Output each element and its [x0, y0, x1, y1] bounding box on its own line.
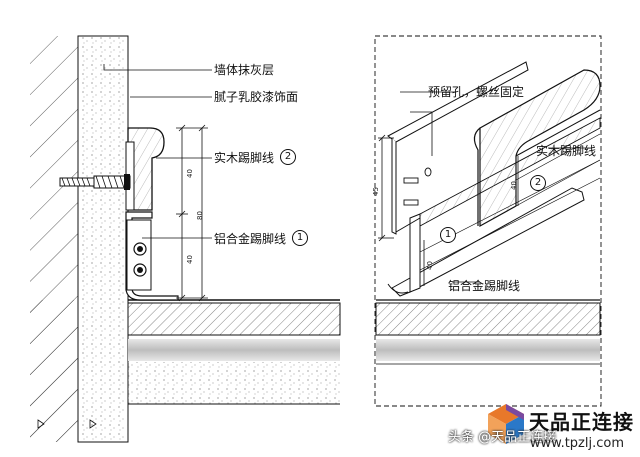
- dim-right-wood: 40: [510, 181, 518, 190]
- left-dimension-lines: [176, 124, 208, 302]
- marker-wood: 2: [280, 149, 296, 165]
- dim-total: 80: [196, 211, 204, 220]
- anchor-screw-icon: [59, 174, 131, 190]
- floor-tile-layer: [127, 302, 341, 336]
- detail-frame: [374, 35, 602, 407]
- label-aluminum-skirting: 铝合金踢脚线: [214, 232, 287, 246]
- right-axonometric-drawing: [374, 35, 602, 407]
- marker-aluminum: 1: [292, 230, 308, 246]
- right-dimension-lines: [378, 134, 519, 286]
- dim-right-total: 45: [372, 187, 380, 196]
- watermark-brand: 天品正连接: [529, 410, 634, 434]
- left-section-drawing: [30, 35, 341, 443]
- floor-screed-band: [128, 339, 340, 361]
- watermark-source: 头条 @天品正连接: [448, 430, 557, 445]
- floor-slab: [128, 362, 340, 404]
- label-wood-skirting-right: 实木踢脚线: [536, 144, 597, 158]
- brand-logo-icon: [488, 404, 524, 444]
- dim-top: 40: [186, 169, 194, 178]
- dim-right-aluminum: 40: [426, 261, 434, 270]
- wood-skirting-profile: [127, 127, 165, 211]
- marker-aluminum-right: 1: [440, 227, 456, 243]
- label-putty-paint: 腻子乳胶漆饰面: [214, 90, 299, 104]
- label-reserved-hole: 预留孔，螺丝固定: [428, 85, 525, 99]
- marker-wood-right: 2: [530, 175, 546, 191]
- watermark-url: www.tpzlj.com: [529, 436, 624, 451]
- label-wood-skirting: 实木踢脚线: [214, 151, 275, 165]
- label-wall-plaster: 墙体抹灰层: [214, 63, 275, 77]
- aluminum-skirting-3d: [391, 187, 585, 297]
- label-aluminum-skirting-right: 铝合金踢脚线: [448, 279, 521, 293]
- fixing-screw-icon: [403, 167, 432, 206]
- wall-plaster-layer: [77, 35, 129, 443]
- dim-bottom: 40: [186, 255, 194, 264]
- wood-skirting-3d: [479, 69, 601, 228]
